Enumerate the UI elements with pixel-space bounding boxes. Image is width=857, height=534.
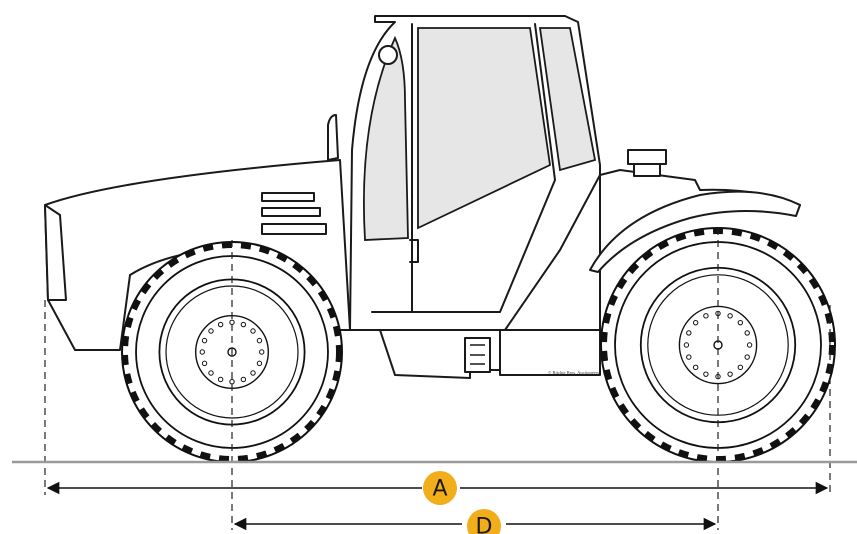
lug-bolt — [208, 370, 214, 376]
lug-bolt — [686, 330, 692, 336]
hood-vent — [261, 223, 327, 235]
lug-bolt — [201, 337, 208, 344]
lug-bolt — [229, 319, 235, 325]
lug-bolt — [256, 360, 263, 367]
lug-bolt — [692, 319, 699, 326]
dimension-a: A — [46, 471, 829, 505]
lug-bolt — [250, 328, 256, 334]
dimension-a-badge — [423, 471, 457, 505]
cab-rear-window — [538, 27, 597, 172]
lug-bolt — [727, 313, 733, 319]
lug-bolt — [683, 342, 690, 348]
copyright-text: © Ritchie Bros. Auctioneers — [548, 370, 599, 375]
hood-vent — [261, 192, 315, 202]
lug-bolt — [686, 354, 692, 360]
lug-bolt — [217, 321, 224, 328]
cab-door-window — [417, 27, 551, 230]
lug-bolt — [727, 371, 733, 377]
lug-bolt — [259, 349, 265, 355]
lug-bolt — [250, 370, 256, 376]
dimension-d: D — [233, 509, 717, 534]
lug-bolt — [201, 360, 208, 367]
lug-bolt — [217, 376, 224, 383]
lug-bolt — [744, 330, 750, 336]
lug-bolt — [240, 376, 247, 383]
air-intake — [627, 149, 667, 165]
lug-bolt — [256, 337, 263, 344]
exhaust-pipe — [327, 114, 339, 161]
hood-vent — [261, 207, 321, 217]
lug-bolt — [692, 364, 699, 371]
dimension-d-badge — [467, 509, 501, 534]
mirror — [378, 45, 398, 65]
lug-bolt — [199, 349, 206, 355]
rear-fender — [589, 190, 801, 273]
lug-bolt — [208, 328, 214, 334]
lug-bolt — [746, 342, 753, 348]
dimension-a-label: A — [432, 477, 447, 502]
lug-bolt — [703, 313, 709, 319]
lug-bolt — [744, 354, 750, 360]
lug-bolt — [737, 364, 744, 371]
lug-bolt — [703, 371, 709, 377]
dimension-d-label: D — [476, 515, 493, 534]
lug-bolt — [737, 319, 744, 326]
lug-bolt — [229, 379, 235, 385]
lug-bolt — [240, 321, 247, 328]
tractor-body — [44, 15, 801, 379]
rear-wheel — [600, 227, 836, 463]
